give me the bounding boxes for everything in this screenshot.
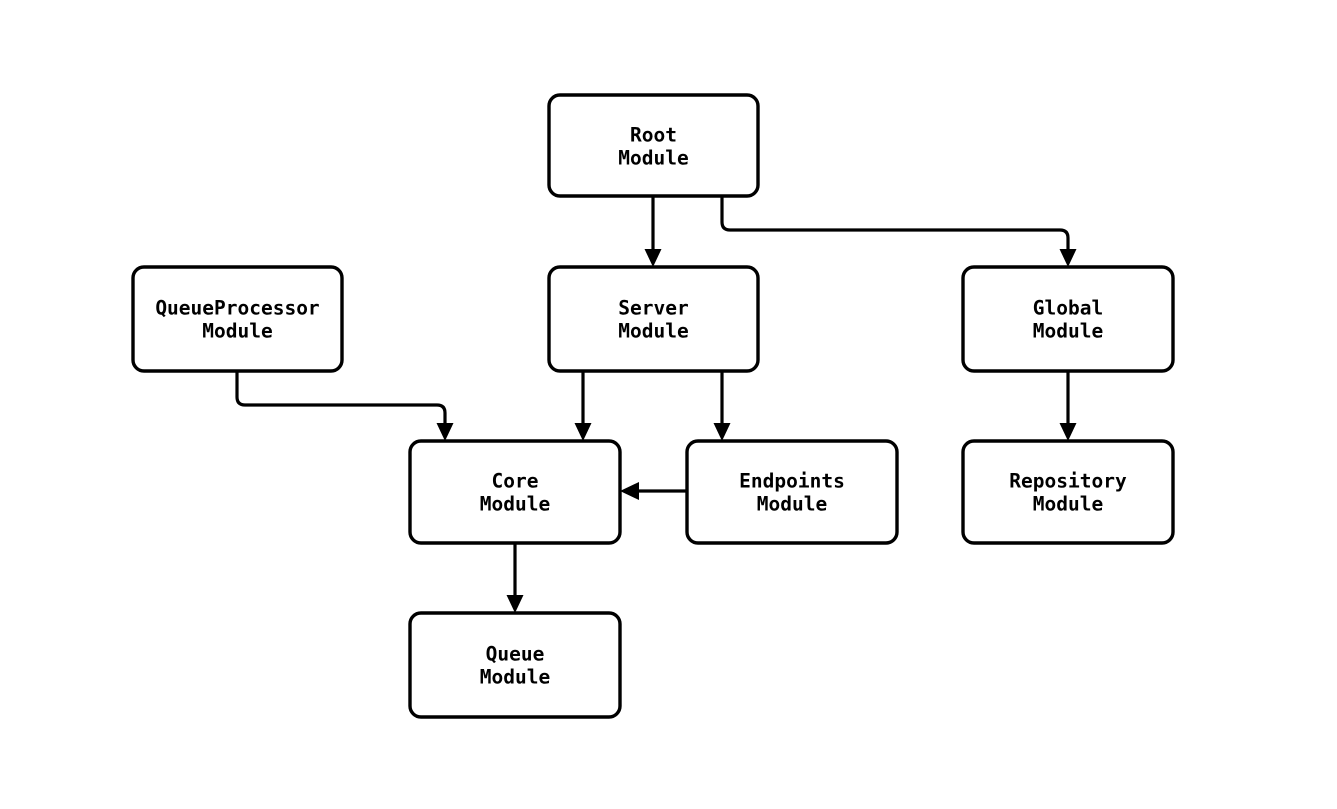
node-repository-label-line1: Repository: [1009, 470, 1127, 493]
node-endpoints-label-line1: Endpoints: [739, 470, 845, 493]
node-global-label-line1: Global: [1033, 297, 1103, 320]
node-queueprocessor-label-line2: Module: [202, 320, 272, 343]
edge-layer: [235, 196, 1077, 613]
edge-core-queue-arrowhead: [506, 595, 524, 613]
edge-endpoints-core-arrowhead: [620, 482, 639, 500]
edge-endpoints-core: [620, 482, 687, 500]
node-queueprocessor-label-line1: QueueProcessor: [155, 297, 319, 320]
node-root[interactable]: Root Module: [547, 93, 760, 198]
node-server[interactable]: Server Module: [547, 265, 760, 373]
node-root-box[interactable]: [547, 93, 760, 198]
node-server-label-line2: Module: [618, 320, 688, 343]
node-global-box[interactable]: [961, 265, 1175, 373]
node-repository-label-line2: Module: [1033, 493, 1103, 516]
node-endpoints[interactable]: Endpoints Module: [685, 439, 899, 545]
edge-global-repository: [1059, 371, 1077, 441]
edge-server-endpoints: [713, 371, 731, 441]
edge-root-global: [720, 196, 1077, 267]
node-queue-label-line1: Queue: [486, 643, 545, 666]
node-endpoints-box[interactable]: [685, 439, 899, 545]
edge-global-repository-arrowhead: [1059, 423, 1077, 441]
node-queue-label-line2: Module: [480, 666, 550, 689]
edge-core-queue: [506, 543, 524, 613]
node-global[interactable]: Global Module: [961, 265, 1175, 373]
node-queue[interactable]: Queue Module: [408, 611, 622, 719]
node-layer: Root Module QueueProcessor Module Server…: [131, 93, 1175, 719]
node-core[interactable]: Core Module: [408, 439, 622, 545]
node-root-label-line1: Root: [630, 124, 677, 147]
edge-root-server-arrowhead: [644, 249, 662, 267]
node-server-label-line1: Server: [618, 297, 688, 320]
edge-queueprocessor-core: [235, 371, 454, 441]
node-server-box[interactable]: [547, 265, 760, 373]
edge-queueprocessor-core-arrowhead: [436, 423, 454, 441]
node-root-label-line2: Module: [618, 147, 688, 170]
node-repository[interactable]: Repository Module: [961, 439, 1175, 545]
node-core-label-line2: Module: [480, 493, 550, 516]
node-global-label-line2: Module: [1033, 320, 1103, 343]
edge-root-server: [644, 196, 662, 267]
node-repository-box[interactable]: [961, 439, 1175, 545]
edge-root-global-line: [720, 196, 1070, 252]
edge-server-core: [574, 371, 592, 441]
node-endpoints-label-line2: Module: [757, 493, 827, 516]
node-core-label-line1: Core: [492, 470, 539, 493]
edge-server-core-arrowhead: [574, 423, 592, 441]
edge-root-global-arrowhead: [1059, 249, 1077, 267]
edge-server-endpoints-arrowhead: [713, 423, 731, 441]
node-queueprocessor-box[interactable]: [131, 265, 344, 373]
node-queue-box[interactable]: [408, 611, 622, 719]
node-core-box[interactable]: [408, 439, 622, 545]
edge-queueprocessor-core-line: [235, 371, 447, 426]
node-queueprocessor[interactable]: QueueProcessor Module: [131, 265, 344, 373]
